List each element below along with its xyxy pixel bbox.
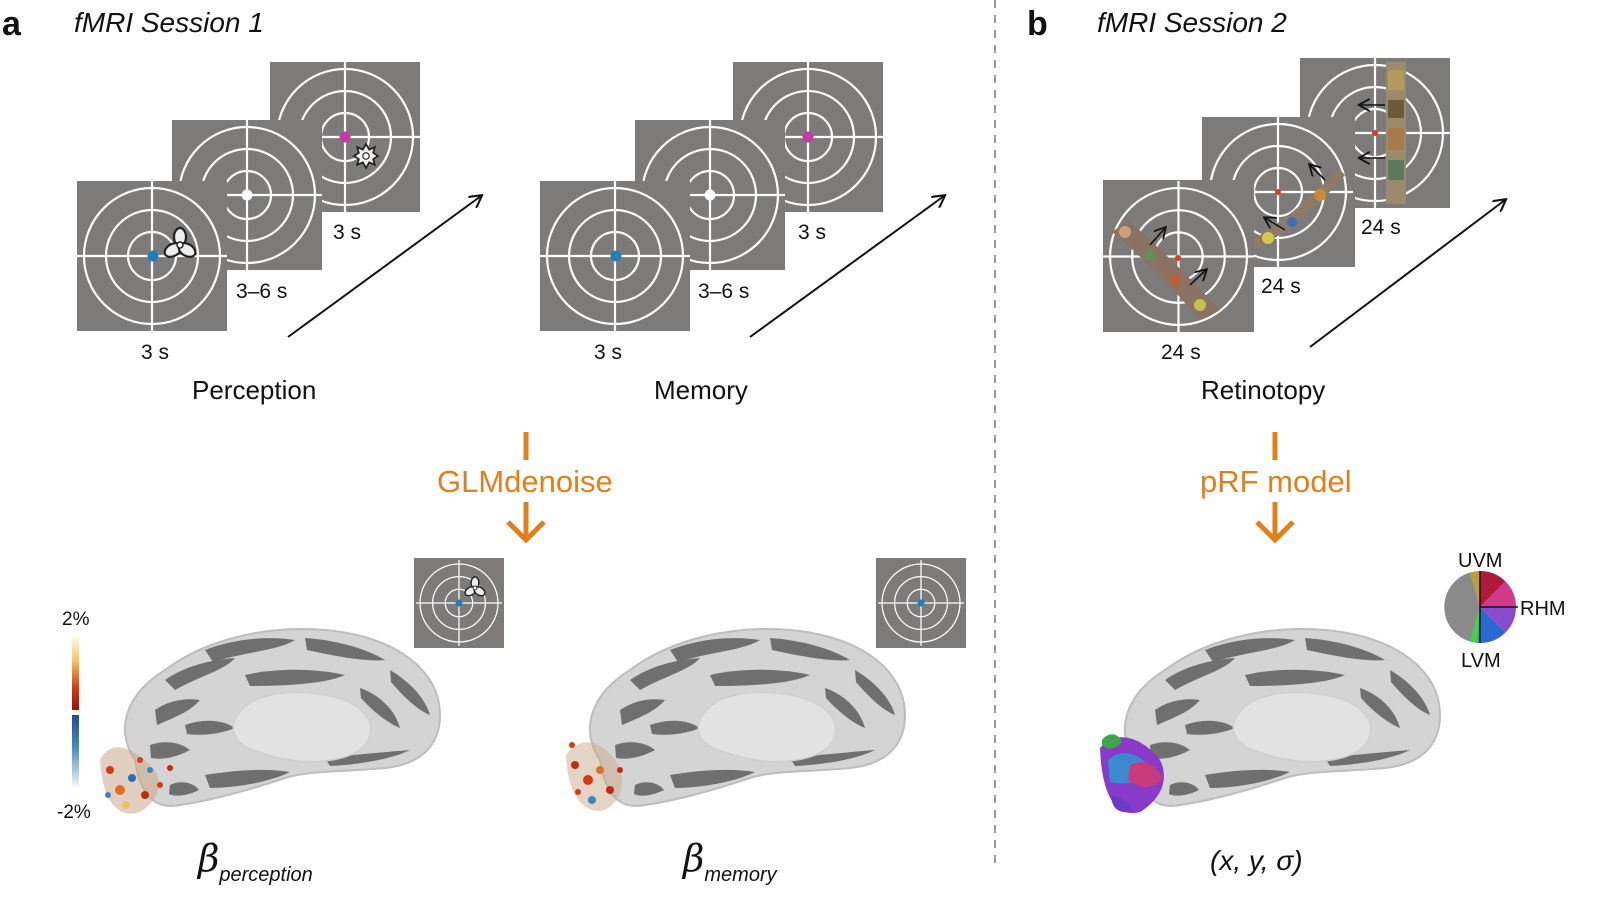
time-arrow [749, 196, 944, 338]
task-label-memory: Memory [654, 375, 748, 405]
task-label-retinotopy: Retinotopy [1201, 375, 1326, 405]
task-label-perception: Perception [192, 375, 317, 405]
session-1-title: fMRI Session 1 [74, 7, 264, 38]
color-wheel [1444, 570, 1518, 644]
wheel-label-lvm: LVM [1461, 650, 1501, 672]
duration-label: 3–6 s [236, 280, 288, 303]
wheel-label-rhm: RHM [1520, 598, 1566, 620]
star-stimulus-icon [353, 143, 379, 169]
duration-label: 3 s [333, 221, 362, 244]
beta-memory-label: βmemory [683, 837, 777, 886]
panel-letter-b: b [1027, 5, 1048, 43]
memory-stack [540, 62, 944, 338]
duration-label: 24 s [1361, 216, 1401, 239]
time-arrow [287, 196, 481, 338]
method-label-glmdenoise: GLMdenoise [437, 464, 613, 499]
colorbar [72, 636, 79, 789]
wheel-label-uvm: UVM [1458, 550, 1503, 572]
duration-label: 3 s [594, 341, 623, 364]
arrow-down-icon [506, 432, 546, 544]
brain-retinotopy [1100, 628, 1441, 814]
colorbar-min-label: -2% [57, 802, 91, 823]
colorbar-max-label: 2% [62, 609, 90, 630]
prf-parameters-label: (x, y, σ) [1210, 845, 1303, 876]
brain-memory [566, 628, 906, 811]
duration-label: 3–6 s [698, 280, 750, 303]
brain-perception [100, 628, 441, 814]
perception-thumbnail [414, 558, 504, 648]
duration-label: 3 s [798, 221, 827, 244]
duration-label: 24 s [1161, 341, 1201, 364]
memory-thumbnail [876, 558, 966, 648]
method-label-prf: pRF model [1200, 464, 1352, 499]
panel-letter-a: a [2, 5, 21, 43]
duration-label: 3 s [141, 341, 170, 364]
time-arrow [1309, 200, 1505, 348]
perception-stack [77, 62, 481, 338]
arrow-down-icon [1255, 432, 1295, 544]
duration-label: 24 s [1261, 275, 1301, 298]
session-2-title: fMRI Session 2 [1097, 7, 1287, 38]
retinotopy-stack [1103, 58, 1505, 348]
beta-perception-label: βperception [198, 837, 313, 886]
